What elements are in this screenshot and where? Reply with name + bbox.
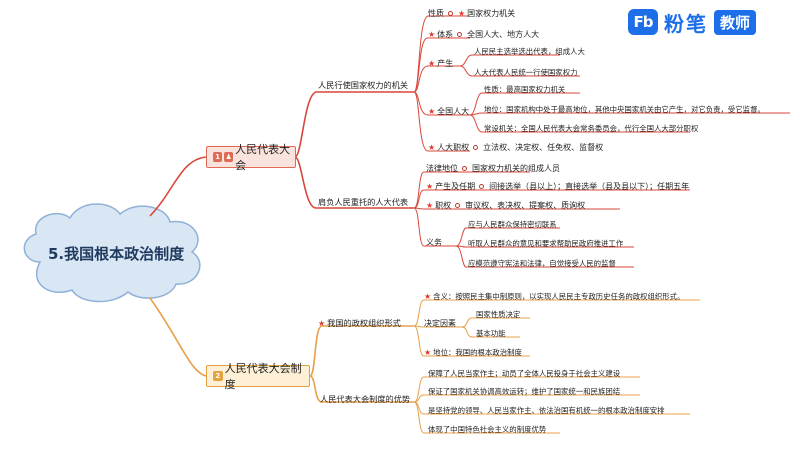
npc-item: 性质：最高国家权力机关	[484, 85, 566, 94]
duty-item: 应与人民群众保持密切联系	[468, 220, 557, 229]
term-value: 间接选举（县以上）；直接选举（县及县以下）；任期五年	[489, 182, 690, 191]
duty-item: 应模范遵守宪法和法律，自觉接受人民的监督	[468, 259, 616, 268]
circle-icon	[457, 32, 463, 37]
produce-node: ★产生	[428, 59, 453, 69]
central-title: 5.我国根本政治制度	[48, 245, 185, 263]
branch-npc: 1 ♟ 人民代表大会	[206, 143, 296, 172]
star-icon: ★	[428, 107, 436, 116]
npc-item: 常设机关：全国人民代表大会常务委员会，代行全国人大部分职权	[484, 124, 699, 133]
star-icon: ★	[424, 348, 432, 357]
star-icon: ★	[426, 201, 434, 210]
branch-npc-system-label: 人民代表大会制度	[224, 362, 302, 391]
star-icon: ★	[428, 59, 436, 68]
circle-icon	[448, 11, 453, 16]
branch-npc-label: 人民代表大会	[235, 143, 291, 172]
legal-value: 国家权力机关的组成人员	[472, 164, 560, 173]
advantage-item: 是坚持党的领导、人民当家作主、依法治国有机统一的根本政治制度安排	[428, 406, 665, 415]
power-label: 人大职权	[437, 143, 470, 152]
legal-status-node: 法律地位 国家权力机关的组成人员	[426, 164, 560, 174]
system-label: 体系	[437, 30, 454, 39]
branch-number-badge: 1	[213, 152, 223, 162]
branch-number-badge: 2	[213, 371, 223, 381]
star-icon: ★	[426, 182, 434, 191]
rights-node: ★职权 审议权、表决权、提案权、质询权	[426, 201, 585, 211]
power-node: ★人大职权 立法权、决定权、任免权、监督权	[428, 143, 603, 153]
legal-label: 法律地位	[426, 164, 458, 173]
brand-logo: Fb 粉笔 教师	[628, 8, 757, 36]
status-node: ★地位：我国的根本政治制度	[424, 348, 522, 358]
advantage-item: 保障了人民当家作主；动员了全体人民投身于社会主义建设	[428, 369, 621, 378]
decide-item: 国家性质决定	[476, 310, 521, 319]
meaning-text: 含义：按照民主集中制原则，以实现人民民主专政历史任务的政权组织形式。	[433, 292, 685, 301]
star-icon: ★	[428, 143, 436, 152]
rights-value: 审议权、表决权、提案权、质询权	[465, 201, 586, 210]
npc-label: 全国人大	[437, 107, 470, 116]
produce-item: 人大代表人民统一行使国家权力	[474, 68, 578, 77]
circle-icon	[473, 145, 479, 150]
org-form-label: 我国的政权组织形式	[327, 318, 401, 328]
power-value: 立法权、决定权、任免权、监督权	[483, 143, 604, 152]
logo-tag: 教师	[714, 9, 757, 35]
central-cloud	[23, 203, 201, 303]
term-node: ★产生及任期 间接选举（县以上）；直接选举（县及县以下）；任期五年	[426, 182, 689, 192]
star-icon: ★	[424, 292, 432, 301]
decide-node: 决定因素	[424, 319, 456, 328]
term-label: 产生及任期	[435, 182, 476, 191]
status-text: 地位：我国的根本政治制度	[433, 348, 522, 357]
produce-label: 产生	[437, 59, 454, 68]
duty-node: 义务	[426, 238, 442, 247]
advantage-node: 人民代表大会制度的优势	[320, 394, 411, 404]
advantage-item: 体现了中国特色社会主义的制度优势	[428, 425, 547, 434]
npc-item: 地位：国家机构中处于最高地位，其他中央国家机关由它产生，对它负责，受它监督。	[484, 105, 765, 114]
branch-npc-system: 2 人民代表大会制度	[206, 362, 310, 391]
advantage-item: 保证了国家机关协调高效运转；维护了国家统一和民族团结	[428, 387, 621, 396]
meaning-node: ★含义：按照民主集中制原则，以实现人民民主专政历史任务的政权组织形式。	[424, 292, 684, 302]
duty-item: 听取人民群众的意见和要求帮助民政府推进工作	[468, 239, 624, 248]
logo-name: 粉笔	[664, 11, 708, 36]
decide-item: 基本功能	[476, 329, 506, 338]
star-icon: ★	[458, 9, 466, 18]
circle-icon	[455, 203, 461, 208]
produce-item: 人民民主选举选出代表，组成人大	[474, 47, 585, 56]
nature-node: 性质 ★国家权力机关	[428, 9, 515, 19]
nature-value: 国家权力机关	[467, 9, 516, 18]
rights-label: 职权	[435, 201, 452, 210]
organ-node: 人民行使国家权力的机关	[318, 80, 409, 90]
star-icon: ★	[318, 319, 326, 328]
person-icon: ♟	[224, 152, 234, 162]
org-form-node: ★我国的政权组织形式	[318, 318, 401, 329]
system-value: 全国人大、地方人大	[467, 30, 540, 39]
system-node: ★体系 全国人大、地方人大	[428, 30, 539, 40]
nature-label: 性质	[428, 9, 444, 18]
logo-mark: Fb	[628, 9, 658, 35]
star-icon: ★	[428, 30, 436, 39]
circle-icon	[479, 184, 485, 189]
circle-icon	[462, 166, 467, 171]
deputy-node: 肩负人民重托的人大代表	[318, 197, 409, 207]
npc-node: ★全国人大	[428, 107, 469, 117]
